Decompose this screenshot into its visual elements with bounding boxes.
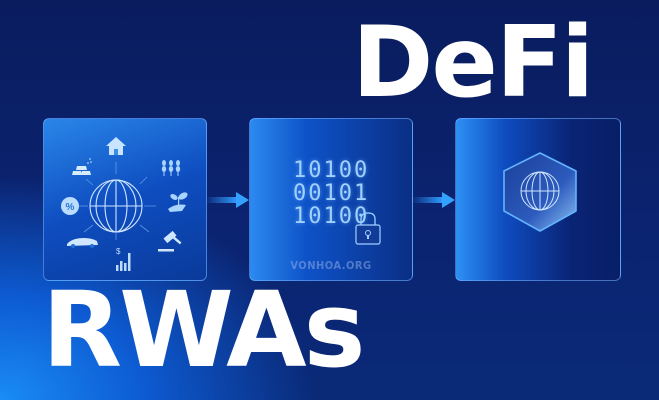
plant-in-hand-icon: [168, 192, 188, 212]
panel-tokenization: 10100 00101 10100 VONHOA.ORG: [249, 118, 413, 281]
svg-text:%: %: [66, 202, 75, 213]
house-icon: [106, 137, 126, 155]
svg-text:$: $: [116, 247, 121, 256]
binary-line: 10100: [293, 204, 370, 229]
globe-icon: [89, 179, 143, 233]
binary-code: 10100 00101 10100: [293, 159, 369, 228]
gold-bars-icon: [72, 158, 92, 175]
headline-rwas: RWAs: [42, 269, 366, 391]
arrow-right-icon: [205, 192, 249, 208]
padlock-icon: [355, 212, 381, 245]
watermark: VONHOA.ORG: [290, 259, 372, 272]
bar-chart-dollar-icon: $: [116, 247, 131, 271]
percent-icon: %: [61, 197, 79, 215]
globe-in-hexagon-icon: [503, 152, 577, 232]
gavel-icon: [158, 230, 182, 252]
car-icon: [67, 238, 98, 248]
panel-defi-protocol: [455, 118, 621, 281]
assets-hub-graphic: $ %: [61, 137, 188, 271]
panel-real-world-assets: $ %: [43, 118, 207, 281]
binary-line: 10100: [293, 158, 370, 183]
wheat-icon: [161, 160, 181, 176]
headline-defi: DeFi: [352, 6, 594, 120]
arrow-right-icon: [411, 192, 455, 208]
binary-line: 00101: [293, 181, 370, 206]
